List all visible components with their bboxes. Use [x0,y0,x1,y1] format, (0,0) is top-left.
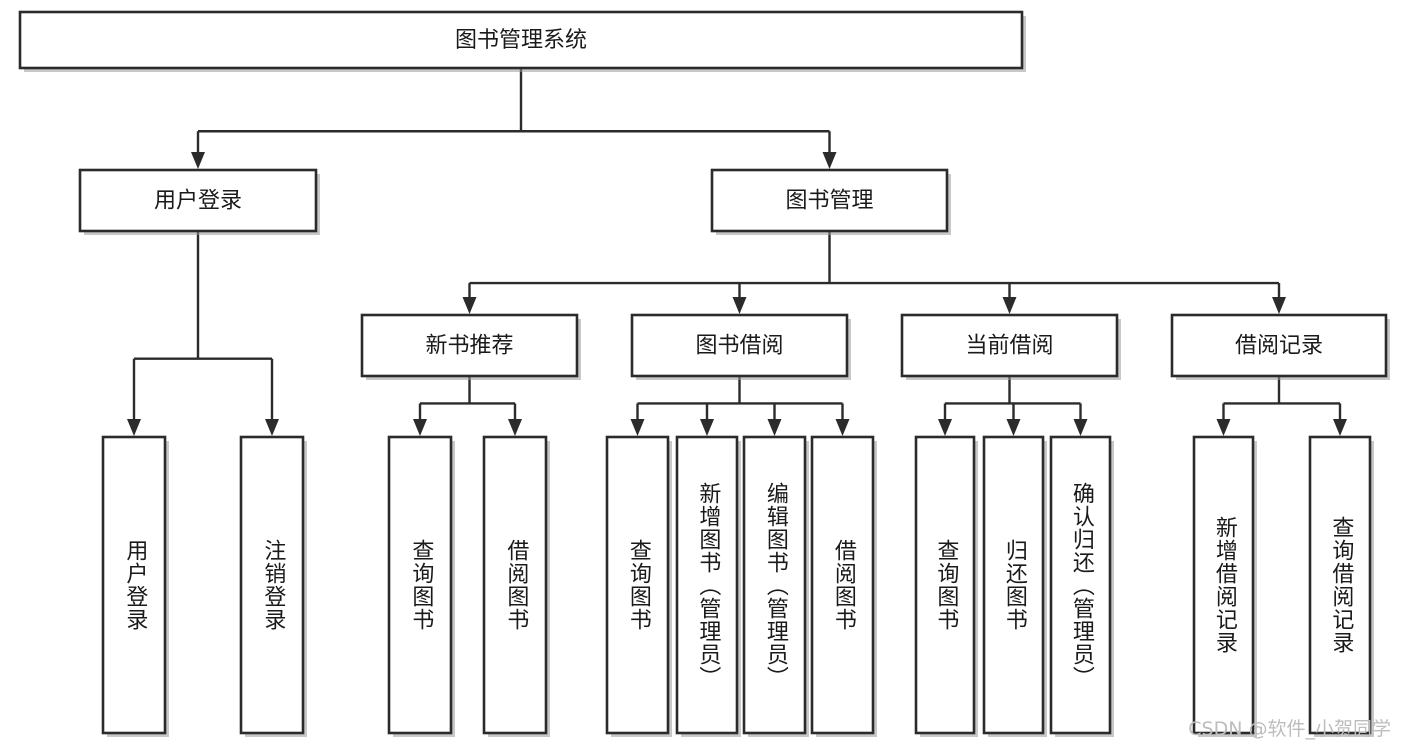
arrow-head [127,419,141,436]
node-root[interactable]: 图书管理系统 [18,10,1026,72]
node-rect[interactable] [710,168,949,233]
node-book-borrow[interactable]: 图书借阅 [630,313,851,380]
node-label: 当前借阅 [965,334,1053,359]
arrow-head [191,152,205,169]
node-rect[interactable] [482,435,548,735]
node-book-management[interactable]: 图书管理 [710,168,951,235]
node-rect[interactable] [387,435,453,735]
node-rect[interactable] [900,313,1119,378]
arrow-head [630,419,645,436]
node-label: 图书管理 [785,189,873,214]
arrow-head [508,419,522,436]
arrow-head [1216,419,1231,436]
node-new-book-recommend[interactable]: 新书推荐 [360,313,581,380]
node-leaf-query-book-borrow[interactable] [605,435,672,737]
node-rect[interactable] [742,435,807,735]
node-user-login[interactable]: 用户登录 [78,168,320,235]
arrow-head [413,419,427,436]
node-rect[interactable] [78,168,318,233]
node-leaf-add-borrow-record[interactable] [1192,435,1257,737]
node-rect[interactable] [360,313,579,378]
arrow-head [1006,419,1021,436]
arrow-head [1002,297,1017,314]
node-rect[interactable] [914,435,976,735]
node-leaf-user-login[interactable] [101,435,169,737]
node-rect[interactable] [605,435,670,735]
arrow-head [1333,419,1347,436]
node-rect[interactable] [1308,435,1372,735]
node-leaf-query-book-rec[interactable] [387,435,455,737]
arrow-head [835,419,850,436]
csdn-watermark: CSDN @软件_小贺同学 [1188,718,1391,740]
node-rect[interactable] [630,313,849,378]
node-rect[interactable] [810,435,875,735]
node-leaf-add-book-admin[interactable] [675,435,741,737]
node-rect[interactable] [18,10,1024,70]
node-label: 借阅记录 [1235,334,1323,359]
node-rect[interactable] [1192,435,1255,735]
connectors-layer [127,68,1347,436]
node-rect[interactable] [982,435,1045,735]
arrow-head [1272,297,1286,314]
node-rect[interactable] [675,435,739,735]
node-label: 图书借阅 [695,334,783,359]
node-label: 用户登录 [154,189,242,214]
node-rect[interactable] [1170,313,1388,378]
arrow-head [822,152,837,169]
node-label: 新书推荐 [425,334,513,359]
node-leaf-borrow-book[interactable] [810,435,877,737]
node-current-borrow[interactable]: 当前借阅 [900,313,1121,380]
arrow-head [700,419,714,436]
node-rect[interactable] [101,435,167,735]
arrow-head [938,419,952,436]
arrow-head [1073,419,1088,436]
node-rect[interactable] [1049,435,1112,735]
node-leaf-return-book[interactable] [982,435,1047,737]
node-label: 图书管理系统 [455,28,587,53]
node-leaf-query-borrow-record[interactable] [1308,435,1374,737]
node-leaf-edit-book-admin[interactable] [742,435,809,737]
node-leaf-borrow-book-rec[interactable] [482,435,550,737]
node-leaf-logout-login[interactable] [239,435,307,737]
node-leaf-confirm-return-admin[interactable] [1049,435,1114,737]
arrow-head [265,419,279,436]
arrow-head [462,297,477,314]
node-leaf-query-book-current[interactable] [914,435,978,737]
arrow-head [767,419,782,436]
node-rect[interactable] [239,435,305,735]
node-borrow-record[interactable]: 借阅记录 [1170,313,1390,380]
arrow-head [732,297,747,314]
